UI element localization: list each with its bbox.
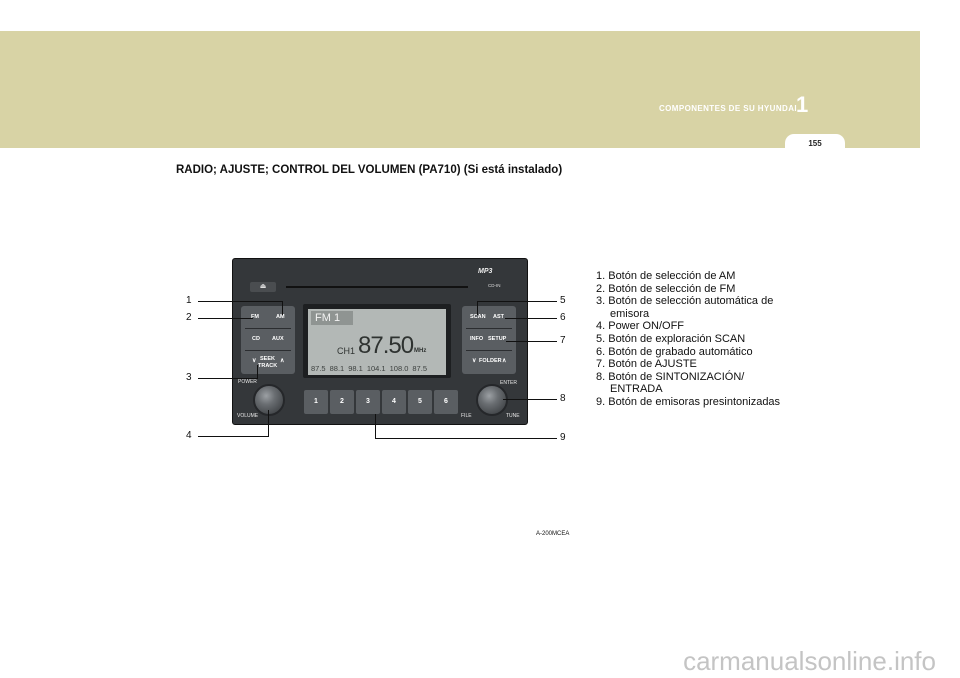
enter-label: ENTER: [500, 380, 517, 386]
preset-button-4: 4: [382, 390, 406, 414]
file-label: FILE: [461, 413, 472, 419]
chapter-number: 1: [796, 92, 809, 117]
callout-5: 5: [560, 295, 566, 306]
list-item: 2. Botón de selección de FM: [596, 283, 786, 296]
legend-text: 5. Botón de exploración SCAN: [596, 332, 746, 345]
divider: [245, 328, 291, 329]
callout-line: [257, 365, 258, 379]
legend-text: 2. Botón de selección de FM: [596, 282, 736, 295]
preset-value: 104.1: [366, 364, 386, 373]
frequency-readout: 87.50: [358, 332, 414, 359]
power-label: POWER: [238, 379, 257, 385]
watermark: carmanualsonline.info: [683, 646, 936, 676]
list-item: 7. Botón de AJUSTE: [596, 358, 786, 371]
list-item: 9. Botón de emisoras presintonizadas: [596, 396, 786, 409]
fm-button: FM: [251, 314, 259, 320]
chevron-down-icon: ∨: [472, 358, 477, 364]
legend-text: 8. Botón de SINTONIZACIÓN/ ENTRADA: [596, 370, 745, 396]
volume-knob: [253, 384, 285, 416]
list-item: 5. Botón de exploración SCAN: [596, 333, 786, 346]
callout-4: 4: [186, 430, 192, 441]
setup-button: SETUP: [488, 336, 507, 342]
callout-line: [477, 301, 478, 315]
preset-value: 87.5: [412, 364, 427, 373]
callout-9: 9: [560, 432, 566, 443]
info-button: INFO: [470, 336, 484, 342]
callout-1: 1: [186, 295, 192, 306]
volume-label: VOLUME: [237, 413, 259, 419]
list-item: 6. Botón de grabado automático: [596, 346, 786, 359]
page-number-tab: 155: [785, 134, 845, 152]
callout-3: 3: [186, 372, 192, 383]
legend-text: 1. Botón de selección de AM: [596, 270, 736, 282]
page-number: 155: [808, 139, 822, 148]
chapter-title: COMPONENTES DE SU HYUNDAI: [658, 104, 797, 113]
tune-knob: [476, 384, 508, 416]
callout-7: 7: [560, 335, 566, 346]
preset-button-2: 2: [330, 390, 354, 414]
right-button-block: [462, 306, 516, 374]
aux-button: AUX: [272, 336, 284, 342]
section-title: RADIO; AJUSTE; CONTROL DEL VOLUMEN (PA71…: [176, 164, 563, 176]
figure-code: A-200MCEA: [536, 531, 570, 537]
cd-button: CD: [252, 336, 260, 342]
band-indicator: FM 1: [311, 311, 353, 325]
callout-line: [198, 318, 253, 319]
cd-slot: [286, 286, 468, 288]
legend-text: 3. Botón de selección automática de emis…: [596, 295, 774, 320]
callout-2: 2: [186, 312, 192, 323]
preset-value: 108.0: [389, 364, 409, 373]
callout-line: [268, 410, 269, 437]
track-label: TRACK: [258, 363, 278, 369]
list-item: 1. Botón de selección de AM: [596, 270, 786, 283]
channel-indicator: CH1: [337, 346, 356, 356]
left-button-block: [241, 306, 295, 374]
legend-text: 6. Botón de grabado automático: [596, 345, 753, 358]
divider: [466, 328, 512, 329]
tune-label: TUNE: [506, 413, 520, 419]
am-button: AM: [276, 314, 285, 320]
callout-line: [503, 399, 557, 400]
eject-icon: ⏏: [250, 282, 276, 292]
preset-value: 88.1: [329, 364, 345, 373]
list-item: 3. Botón de selección automática de emis…: [596, 295, 786, 320]
legend-text: 7. Botón de AJUSTE: [596, 358, 697, 371]
cd-in-label: CD-IN: [488, 283, 501, 288]
preset-button-5: 5: [408, 390, 432, 414]
legend-list: 1. Botón de selección de AM 2. Botón de …: [596, 270, 786, 409]
callout-line: [198, 301, 283, 302]
list-item: 8. Botón de SINTONIZACIÓN/ ENTRADA: [596, 371, 786, 396]
callout-line: [506, 341, 557, 342]
divider: [245, 350, 291, 351]
callout-line: [477, 301, 557, 302]
preset-button-6: 6: [434, 390, 458, 414]
divider: [466, 350, 512, 351]
callout-8: 8: [560, 393, 566, 404]
legend-text: 9. Botón de emisoras presintonizadas: [596, 395, 781, 408]
legend-text: 4. Power ON/OFF: [596, 320, 685, 333]
preset-value: 87.5: [311, 364, 326, 373]
callout-line: [375, 414, 376, 439]
callout-line: [198, 378, 258, 379]
ast-button: AST: [493, 314, 504, 320]
header-band: [0, 31, 920, 148]
preset-button-1: 1: [304, 390, 328, 414]
callout-6: 6: [560, 312, 566, 323]
preset-value: 98.1: [348, 364, 363, 373]
folder-button: FOLDER: [479, 358, 502, 364]
chevron-up-icon: ∧: [280, 358, 285, 364]
callout-line: [282, 301, 283, 315]
mp3-logo: MP3: [478, 268, 493, 275]
scan-button: SCAN: [470, 314, 486, 320]
preset-button-3: 3: [356, 390, 380, 414]
frequency-unit: MHz: [414, 348, 427, 354]
callout-line: [375, 438, 557, 439]
list-item: 4. Power ON/OFF: [596, 320, 786, 333]
chevron-down-icon: ∨: [252, 358, 257, 364]
callout-line: [505, 318, 557, 319]
seek-label: SEEK: [260, 356, 275, 362]
callout-line: [198, 436, 268, 437]
chevron-up-icon: ∧: [502, 358, 507, 364]
